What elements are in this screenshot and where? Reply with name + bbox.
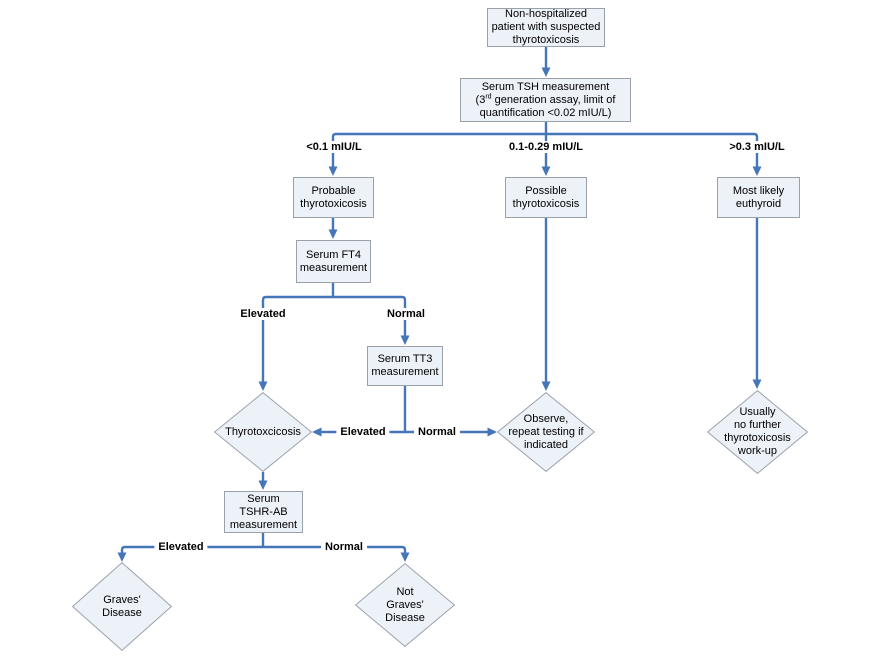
arrowhead-possible	[541, 166, 551, 176]
connector-ft4-branch-bar	[261, 295, 407, 384]
node-serum-tsh: Serum TSH measurement (3rd generation as…	[460, 78, 631, 122]
node-thyrotoxicosis-label: Thyrotoxcicosis	[225, 425, 301, 438]
node-serum-tsh-label: Serum TSH measurement (3rd generation as…	[474, 81, 618, 120]
node-not-graves-disease: Not Graves' Disease	[355, 563, 455, 647]
edge-label-ft4-elevated: Elevated	[236, 308, 290, 320]
node-possible-label: Possible thyrotoxicosis	[512, 184, 580, 210]
tsh-line2-open: (3	[475, 93, 486, 106]
diamond-shape	[72, 562, 172, 651]
arrowhead-not-graves	[400, 552, 410, 562]
tsh-line2-rest: generation assay, limit of	[491, 93, 616, 106]
arrowhead-thyrotoxicosis	[258, 381, 268, 391]
arrowhead-graves	[117, 552, 127, 562]
node-tshr-ab-label: Serum TSHR-AB measurement	[229, 492, 298, 531]
node-euthyroid-label: Most likely euthyroid	[732, 184, 785, 210]
edge-label-tt3-elevated: Elevated	[336, 426, 390, 438]
edge-label-tshr-elevated: Elevated	[154, 541, 208, 553]
node-start-label: Non-hospitalized patient with suspected …	[491, 8, 601, 46]
node-ft4-label: Serum FT4 measurement	[299, 248, 368, 274]
edge-label-tsh-low: <0.1 mIU/L	[302, 141, 366, 153]
node-probable-thyrotoxicosis: Probable thyrotoxicosis	[293, 177, 374, 218]
node-observe: Observe, repeat testing if indicated	[497, 392, 595, 472]
diamond-shape	[355, 563, 455, 647]
arrowhead-no-workup	[752, 379, 762, 389]
tsh-superscript: rd	[485, 92, 492, 100]
arrowhead-tshr	[258, 480, 268, 490]
node-observe-label: Observe, repeat testing if indicated	[508, 412, 584, 451]
node-start: Non-hospitalized patient with suspected …	[487, 8, 605, 47]
node-possible-thyrotoxicosis: Possible thyrotoxicosis	[505, 177, 587, 218]
tsh-line1: Serum TSH measurement	[481, 80, 610, 93]
edge-label-tsh-high: >0.3 mIU/L	[725, 141, 789, 153]
arrowhead-tt3	[400, 335, 410, 345]
node-tt3-label: Serum TT3 measurement	[371, 353, 439, 378]
edge-label-tt3-normal: Normal	[414, 426, 460, 438]
node-serum-tt3: Serum TT3 measurement	[367, 346, 443, 386]
arrowhead-tt3-elevated	[312, 427, 322, 437]
connector-tshr-branch-bar	[120, 545, 407, 554]
diamond-shape	[214, 392, 312, 472]
edge-label-ft4-normal: Normal	[383, 308, 429, 320]
node-thyrotoxicosis: Thyrotoxcicosis	[214, 392, 312, 472]
node-no-workup-label: Usually no further thyrotoxicosis work-u…	[724, 406, 791, 457]
node-serum-ft4: Serum FT4 measurement	[296, 240, 371, 283]
arrowhead-tt3-normal	[487, 427, 497, 437]
edge-label-tsh-mid: 0.1-0.29 mIU/L	[505, 141, 587, 153]
diamond-shape	[707, 390, 808, 474]
arrowhead-observe	[541, 381, 551, 391]
node-no-further-workup: Usually no further thyrotoxicosis work-u…	[707, 390, 808, 474]
node-graves-label: Graves' Disease	[102, 593, 142, 619]
diamond-shape	[497, 392, 595, 472]
node-probable-label: Probable thyrotoxicosis	[300, 184, 367, 210]
node-not-graves-label: Not Graves' Disease	[385, 585, 425, 624]
arrowhead-tsh	[541, 67, 551, 77]
node-serum-tshr-ab: Serum TSHR-AB measurement	[224, 491, 303, 533]
arrowhead-euthyroid	[752, 166, 762, 176]
node-graves-disease: Graves' Disease	[72, 562, 172, 651]
arrowhead-probable	[328, 166, 338, 176]
arrowhead-ft4	[328, 229, 338, 239]
edge-label-tshr-normal: Normal	[321, 541, 367, 553]
node-most-likely-euthyroid: Most likely euthyroid	[717, 177, 800, 218]
tsh-line3: quantification <0.02 mIU/L)	[479, 106, 612, 119]
